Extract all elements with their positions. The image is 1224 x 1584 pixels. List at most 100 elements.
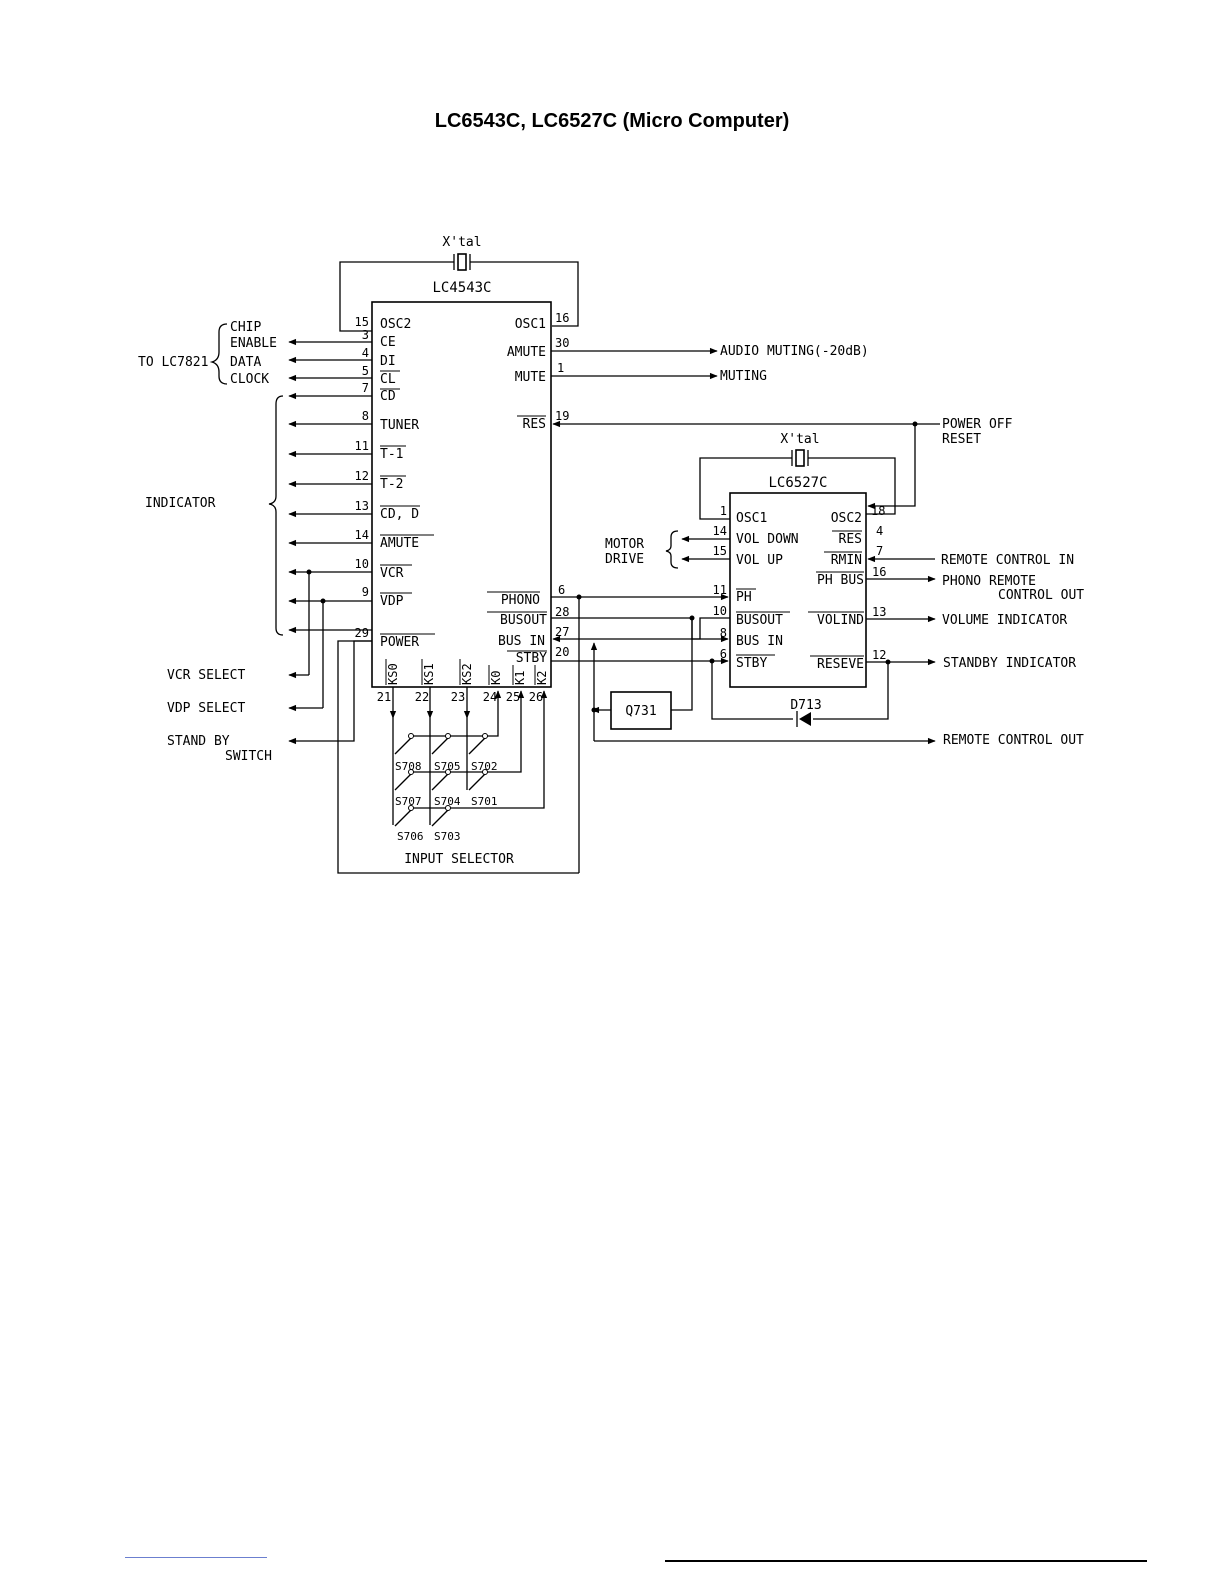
svg-text:T-1: T-1 — [380, 447, 403, 462]
svg-text:RES: RES — [839, 532, 862, 547]
footer-rule-right — [665, 1560, 1147, 1562]
svg-text:KS0: KS0 — [386, 663, 400, 685]
svg-text:BUS IN: BUS IN — [498, 634, 545, 649]
svg-text:KS2: KS2 — [460, 663, 474, 685]
indicator-group: INDICATOR — [145, 395, 372, 636]
chip-lc6527c: LC6527C 1 OSC1 14 VOL DOWN 15 VOL UP 11 … — [681, 475, 936, 688]
svg-text:4: 4 — [876, 524, 883, 538]
svg-text:RESEVE: RESEVE — [817, 657, 864, 672]
svg-text:10: 10 — [713, 604, 727, 618]
svg-text:REMOTE CONTROL OUT: REMOTE CONTROL OUT — [943, 733, 1084, 748]
svg-text:AUDIO MUTING(-20dB): AUDIO MUTING(-20dB) — [720, 344, 869, 359]
svg-text:RESET: RESET — [942, 432, 981, 447]
interconnects: D713 Q731 — [551, 593, 936, 873]
lc4543c-bottom-pins: KS0 KS1 KS2 K0 K1 K2 21 22 23 24 25 26 — [377, 659, 549, 704]
svg-text:7: 7 — [876, 544, 883, 558]
svg-text:13: 13 — [355, 499, 369, 513]
svg-text:RES: RES — [523, 417, 546, 432]
input-selector: S708 S705 S702 S707 S704 S701 S706 S703 … — [337, 640, 579, 874]
lc7821-bus-labels: TO LC7821 CHIP ENABLE DATA CLOCK — [138, 320, 277, 387]
svg-text:3: 3 — [362, 328, 369, 342]
svg-text:BUS IN: BUS IN — [736, 634, 783, 649]
svg-text:TO LC7821: TO LC7821 — [138, 355, 208, 370]
svg-text:S701: S701 — [471, 795, 498, 808]
svg-text:20: 20 — [555, 645, 569, 659]
svg-text:8: 8 — [362, 409, 369, 423]
svg-text:14: 14 — [355, 528, 369, 542]
svg-text:X'tal: X'tal — [442, 235, 481, 250]
svg-text:6: 6 — [558, 583, 565, 597]
lc6527c-outputs: REMOTE CONTROL IN PHONO REMOTE CONTROL O… — [941, 553, 1084, 748]
svg-text:STANDBY INDICATOR: STANDBY INDICATOR — [943, 656, 1076, 671]
svg-text:CE: CE — [380, 335, 396, 350]
svg-text:21: 21 — [377, 690, 391, 704]
svg-text:12: 12 — [355, 469, 369, 483]
svg-text:6: 6 — [720, 647, 727, 661]
footer-rule-left — [125, 1557, 267, 1558]
svg-text:10: 10 — [355, 557, 369, 571]
svg-text:S705: S705 — [434, 760, 461, 773]
svg-text:STBY: STBY — [736, 656, 767, 671]
svg-text:16: 16 — [872, 565, 886, 579]
svg-text:22: 22 — [415, 690, 429, 704]
svg-text:K2: K2 — [535, 671, 549, 685]
svg-text:S703: S703 — [434, 830, 461, 843]
svg-text:24: 24 — [483, 690, 497, 704]
svg-text:26: 26 — [529, 690, 543, 704]
svg-text:CL: CL — [380, 372, 396, 387]
svg-text:POWER: POWER — [380, 635, 419, 650]
svg-text:VOL UP: VOL UP — [736, 553, 783, 568]
svg-text:1: 1 — [557, 361, 564, 375]
svg-text:7: 7 — [362, 381, 369, 395]
motor-drive: MOTOR DRIVE — [605, 530, 679, 569]
svg-text:TUNER: TUNER — [380, 418, 419, 433]
svg-text:OSC2: OSC2 — [380, 317, 411, 332]
svg-text:K1: K1 — [513, 671, 527, 685]
crystal-lc4543c: X'tal — [339, 235, 579, 332]
q731-label: Q731 — [625, 704, 656, 719]
svg-text:INDICATOR: INDICATOR — [145, 496, 216, 511]
svg-text:15: 15 — [713, 544, 727, 558]
svg-text:DRIVE: DRIVE — [605, 552, 644, 567]
svg-text:VCR SELECT: VCR SELECT — [167, 668, 245, 683]
svg-text:PH BUS: PH BUS — [817, 573, 864, 588]
lc4543c-left-pins: 15 OSC2 3 CE 4 DI 5 CL 7 CD 8 TUNER 11 T… — [288, 315, 435, 650]
svg-text:OSC1: OSC1 — [515, 317, 546, 332]
svg-text:STAND BY: STAND BY — [167, 734, 230, 749]
svg-text:16: 16 — [555, 311, 569, 325]
svg-text:AMUTE: AMUTE — [507, 345, 546, 360]
svg-text:STBY: STBY — [516, 651, 547, 666]
lc4543c-right-pins: OSC1 16 AMUTE 30 MUTE 1 RES 19 PHONO 6 B… — [487, 311, 915, 666]
svg-text:29: 29 — [355, 626, 369, 640]
svg-text:1: 1 — [720, 504, 727, 518]
svg-text:S706: S706 — [397, 830, 424, 843]
svg-text:ENABLE: ENABLE — [230, 336, 277, 351]
svg-text:MOTOR: MOTOR — [605, 537, 644, 552]
svg-text:28: 28 — [555, 605, 569, 619]
svg-text:S702: S702 — [471, 760, 498, 773]
svg-text:13: 13 — [872, 605, 886, 619]
select-lines: VCR SELECT VDP SELECT STAND BY SWITCH — [167, 569, 372, 764]
svg-text:OSC2: OSC2 — [831, 511, 862, 526]
svg-text:OSC1: OSC1 — [736, 511, 767, 526]
chip-name-lc6527c: LC6527C — [768, 475, 827, 491]
svg-text:BUSOUT: BUSOUT — [500, 613, 547, 628]
svg-text:DI: DI — [380, 354, 396, 369]
svg-text:MUTE: MUTE — [515, 370, 546, 385]
svg-text:S707: S707 — [395, 795, 422, 808]
svg-text:VDP SELECT: VDP SELECT — [167, 701, 245, 716]
svg-text:KS1: KS1 — [422, 663, 436, 685]
svg-text:15: 15 — [355, 315, 369, 329]
crystal-lc6527c: X'tal — [699, 432, 896, 520]
svg-text:S704: S704 — [434, 795, 461, 808]
svg-text:VCR: VCR — [380, 566, 404, 581]
mute-outputs: AUDIO MUTING(-20dB) MUTING — [720, 344, 869, 384]
svg-text:VOLIND: VOLIND — [817, 613, 864, 628]
svg-text:INPUT SELECTOR: INPUT SELECTOR — [404, 852, 514, 867]
svg-text:VDP: VDP — [380, 594, 404, 609]
chip-name-lc4543c: LC4543C — [432, 280, 491, 296]
svg-text:T-2: T-2 — [380, 477, 403, 492]
svg-text:AMUTE: AMUTE — [380, 536, 419, 551]
svg-text:27: 27 — [555, 625, 569, 639]
svg-text:25: 25 — [506, 690, 520, 704]
